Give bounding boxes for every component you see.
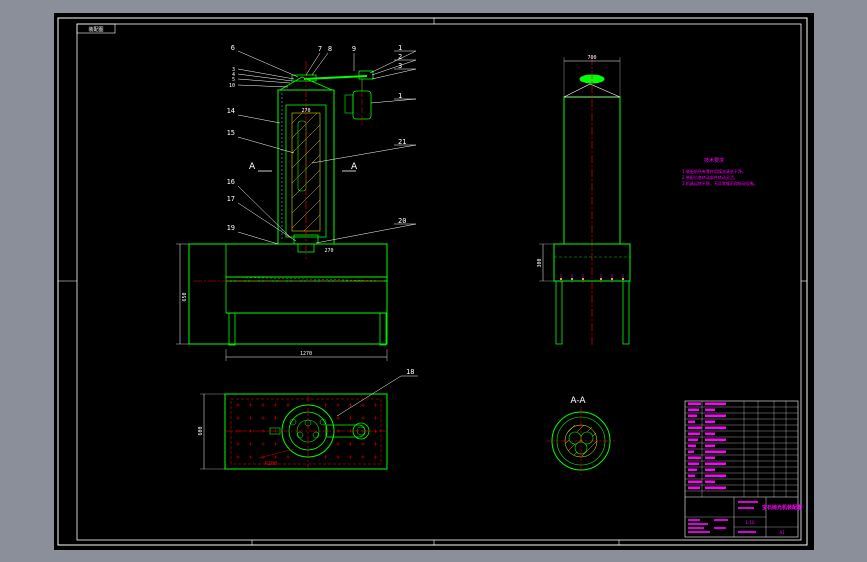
dim-column-width: 270 — [301, 108, 310, 114]
outer-frame — [57, 17, 808, 546]
sheet-tag: 装配图 — [88, 26, 103, 33]
dim-height: 650 — [182, 292, 188, 301]
dim-side-base: 300 — [537, 258, 543, 267]
cad-viewport[interactable]: 装配图 — [54, 13, 814, 550]
callout-9: 9 — [352, 45, 356, 53]
callout-7: 7 — [318, 45, 322, 53]
front-callouts — [237, 50, 417, 245]
callout-20: 20 — [398, 217, 406, 225]
callout-10: 10 — [229, 83, 235, 89]
section-aa-view: A-A — [547, 396, 615, 475]
callout-6: 6 — [231, 44, 235, 52]
callout-r3: 3 — [398, 62, 402, 70]
callout-16: 16 — [227, 178, 235, 186]
inner-frame — [76, 23, 802, 541]
callout-r1: 1 — [398, 44, 402, 52]
dim-side-top: 700 — [587, 55, 596, 61]
section-mark-left: A — [249, 162, 256, 172]
callout-4: 4 — [232, 72, 235, 78]
section-mark-right: A — [351, 162, 358, 172]
parts-list — [684, 400, 799, 538]
tech-line-2: 2.装配后各转动部件转动灵活。 — [682, 174, 738, 180]
technical-requirements: 技术要求 1.装配前所有零件用煤油清洗干净。 2.装配后各转动部件转动灵活。 3… — [682, 157, 758, 186]
callout-5: 5 — [232, 77, 235, 83]
dim-plan-radius: R200 — [265, 461, 277, 467]
callout-21: 21 — [398, 138, 406, 146]
callout-3: 3 — [232, 67, 235, 73]
dim-base-inner: 270 — [324, 248, 333, 254]
tech-line-3: 3.机器运转平稳，无异常噪声和振动现象。 — [682, 180, 758, 186]
callout-18: 18 — [406, 368, 414, 376]
title-block-sheet: A1 — [779, 530, 785, 535]
callout-19: 19 — [227, 224, 235, 232]
section-title: A-A — [570, 396, 586, 406]
callout-r4: 1 — [398, 92, 402, 100]
dim-base-width: 1270 — [300, 351, 312, 357]
plan-view: 600 R200 18 — [198, 368, 418, 470]
dim-plan-depth: 600 — [198, 426, 204, 435]
callout-r2: 2 — [398, 53, 402, 61]
callout-17: 17 — [227, 195, 235, 203]
side-view: 700 300 — [537, 55, 631, 345]
title-block-scale: 1:10 — [746, 520, 755, 525]
tech-title: 技术要求 — [704, 157, 724, 164]
title-block-title: 宝石抛光机装配图 — [762, 504, 802, 511]
tech-line-1: 1.装配前所有零件用煤油清洗干净。 — [682, 168, 746, 174]
sheet-tag-box — [76, 23, 116, 34]
callout-8: 8 — [328, 45, 332, 53]
title-block: 宝石抛光机装配图 1:10 A1 — [685, 496, 802, 537]
callout-14: 14 — [227, 107, 235, 115]
front-view: A A 270 270 650 1270 — [176, 61, 388, 361]
assembly-drawing: 装配图 — [57, 17, 808, 546]
callout-15: 15 — [227, 129, 235, 137]
